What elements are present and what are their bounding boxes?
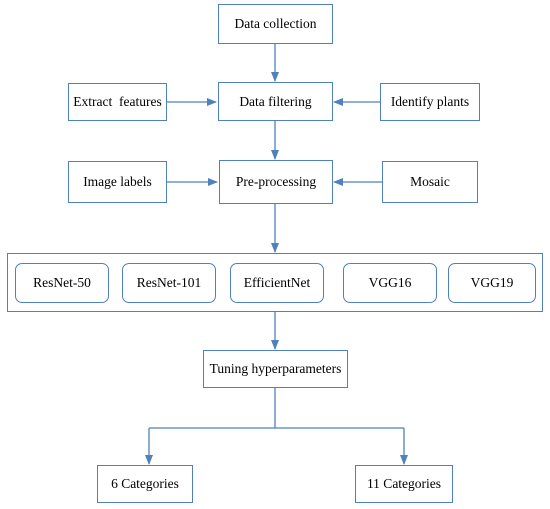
- node-resnet101: ResNet-101: [122, 263, 216, 303]
- node-identify-plants: Identify plants: [380, 83, 480, 121]
- node-efficientnet: EfficientNet: [230, 263, 324, 303]
- node-tuning-hyperparameters: Tuning hyperparameters: [203, 350, 348, 388]
- node-6-categories: 6 Categories: [97, 465, 193, 503]
- node-mosaic: Mosaic: [382, 161, 478, 203]
- node-11-categories: 11 Categories: [355, 465, 453, 503]
- node-vgg19: VGG19: [448, 263, 536, 303]
- models-group-frame: [7, 253, 543, 312]
- node-data-filtering: Data filtering: [218, 82, 333, 121]
- node-data-collection: Data collection: [218, 4, 333, 44]
- node-vgg16: VGG16: [343, 263, 437, 303]
- node-extract-features: Extract features: [68, 83, 167, 121]
- node-resnet50: ResNet-50: [15, 263, 109, 303]
- node-image-labels: Image labels: [68, 161, 167, 203]
- node-pre-processing: Pre-processing: [219, 160, 333, 204]
